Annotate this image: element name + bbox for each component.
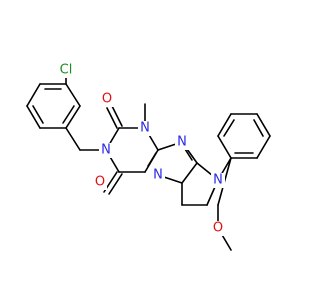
bond [26, 105, 41, 129]
atom-label-cl: Cl [60, 63, 73, 78]
bond [32, 105, 44, 124]
bond [217, 113, 232, 137]
atom-label-o-bottom: O [95, 175, 105, 190]
nitrogen-bridge: N [151, 168, 165, 183]
bond [223, 119, 235, 137]
nitrogen-n1: N [138, 121, 152, 136]
bond [184, 148, 193, 161]
molecule-diagram: Cl O O N N N N N [26, 62, 271, 251]
bond [62, 105, 75, 124]
bond [26, 83, 41, 107]
atom-label-n-imine: N [177, 135, 187, 150]
bond [111, 105, 123, 127]
bond [217, 135, 232, 159]
bond [253, 119, 264, 137]
bond [256, 135, 271, 159]
structure-drawing: Cl O O N N N N N [26, 63, 271, 251]
bond [65, 105, 81, 129]
bond [65, 83, 81, 107]
bond [106, 107, 118, 129]
atom-label-o-methoxy: O [213, 221, 223, 236]
atom-label-o-top: O [102, 92, 112, 107]
chlorine-atom: Cl [56, 63, 76, 78]
atom-label-n3: N [101, 143, 111, 158]
bond [108, 173, 123, 195]
bond [147, 152, 157, 167]
bonds [26, 73, 271, 251]
atom-labels: Cl O O N N N N N [56, 63, 225, 236]
carbonyl-oxygen-top: O [100, 92, 114, 107]
carbonyl-oxygen-bottom: O [93, 175, 107, 190]
nitrogen-n3: N [99, 143, 113, 158]
atom-label-n-aryl: N [213, 173, 223, 188]
nitrogen-aryl: N [211, 173, 225, 188]
bond [256, 113, 271, 137]
atom-label-n-bridge: N [153, 168, 163, 183]
bond [181, 162, 198, 184]
atom-label-n1: N [140, 121, 150, 136]
bond [65, 127, 81, 151]
methoxy-oxygen: O [211, 221, 225, 236]
nitrogen-imine: N [175, 135, 189, 150]
